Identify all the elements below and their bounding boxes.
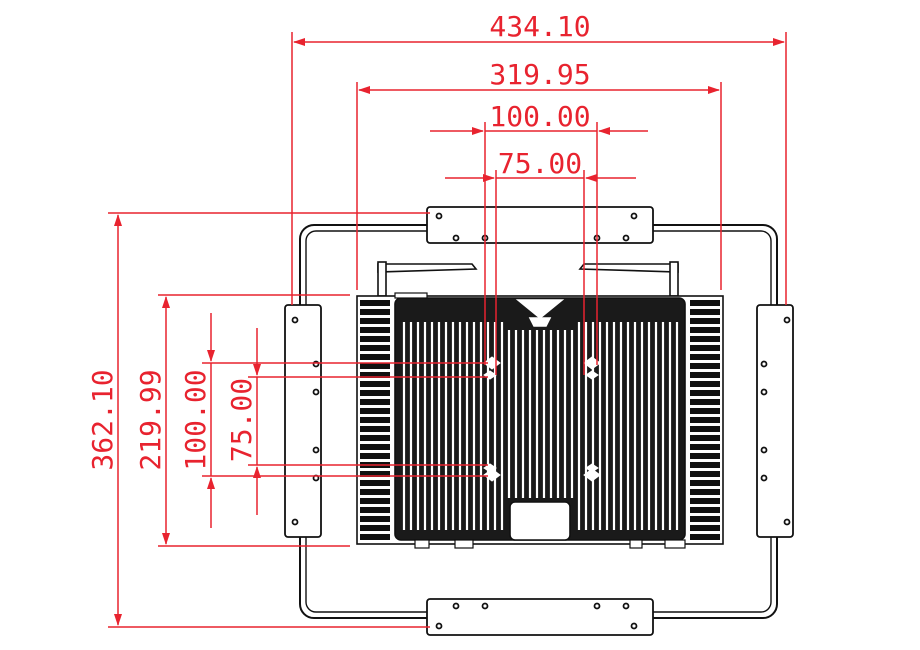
dim-screen-height-label: 219.99	[134, 369, 167, 470]
dim-vesa-100-h-label: 100.00	[489, 100, 590, 133]
dim-screen-width-label: 319.95	[489, 58, 590, 91]
dim-vesa-100-v-label: 100.00	[179, 369, 212, 470]
left-bracket	[284, 304, 322, 538]
dim-overall-height-label: 362.10	[86, 369, 119, 470]
bottom-bracket	[426, 598, 654, 636]
dim-vesa-75-v-label: 75.00	[225, 378, 258, 462]
dimension-lines	[108, 32, 787, 628]
right-bracket	[756, 304, 794, 538]
left-antenna	[377, 261, 478, 297]
heatsink	[356, 292, 724, 549]
dim-overall-width-label: 434.10	[489, 10, 590, 43]
right-antenna	[578, 261, 679, 297]
dim-vesa-75-h-label: 75.00	[498, 147, 582, 180]
top-bracket	[426, 206, 654, 244]
